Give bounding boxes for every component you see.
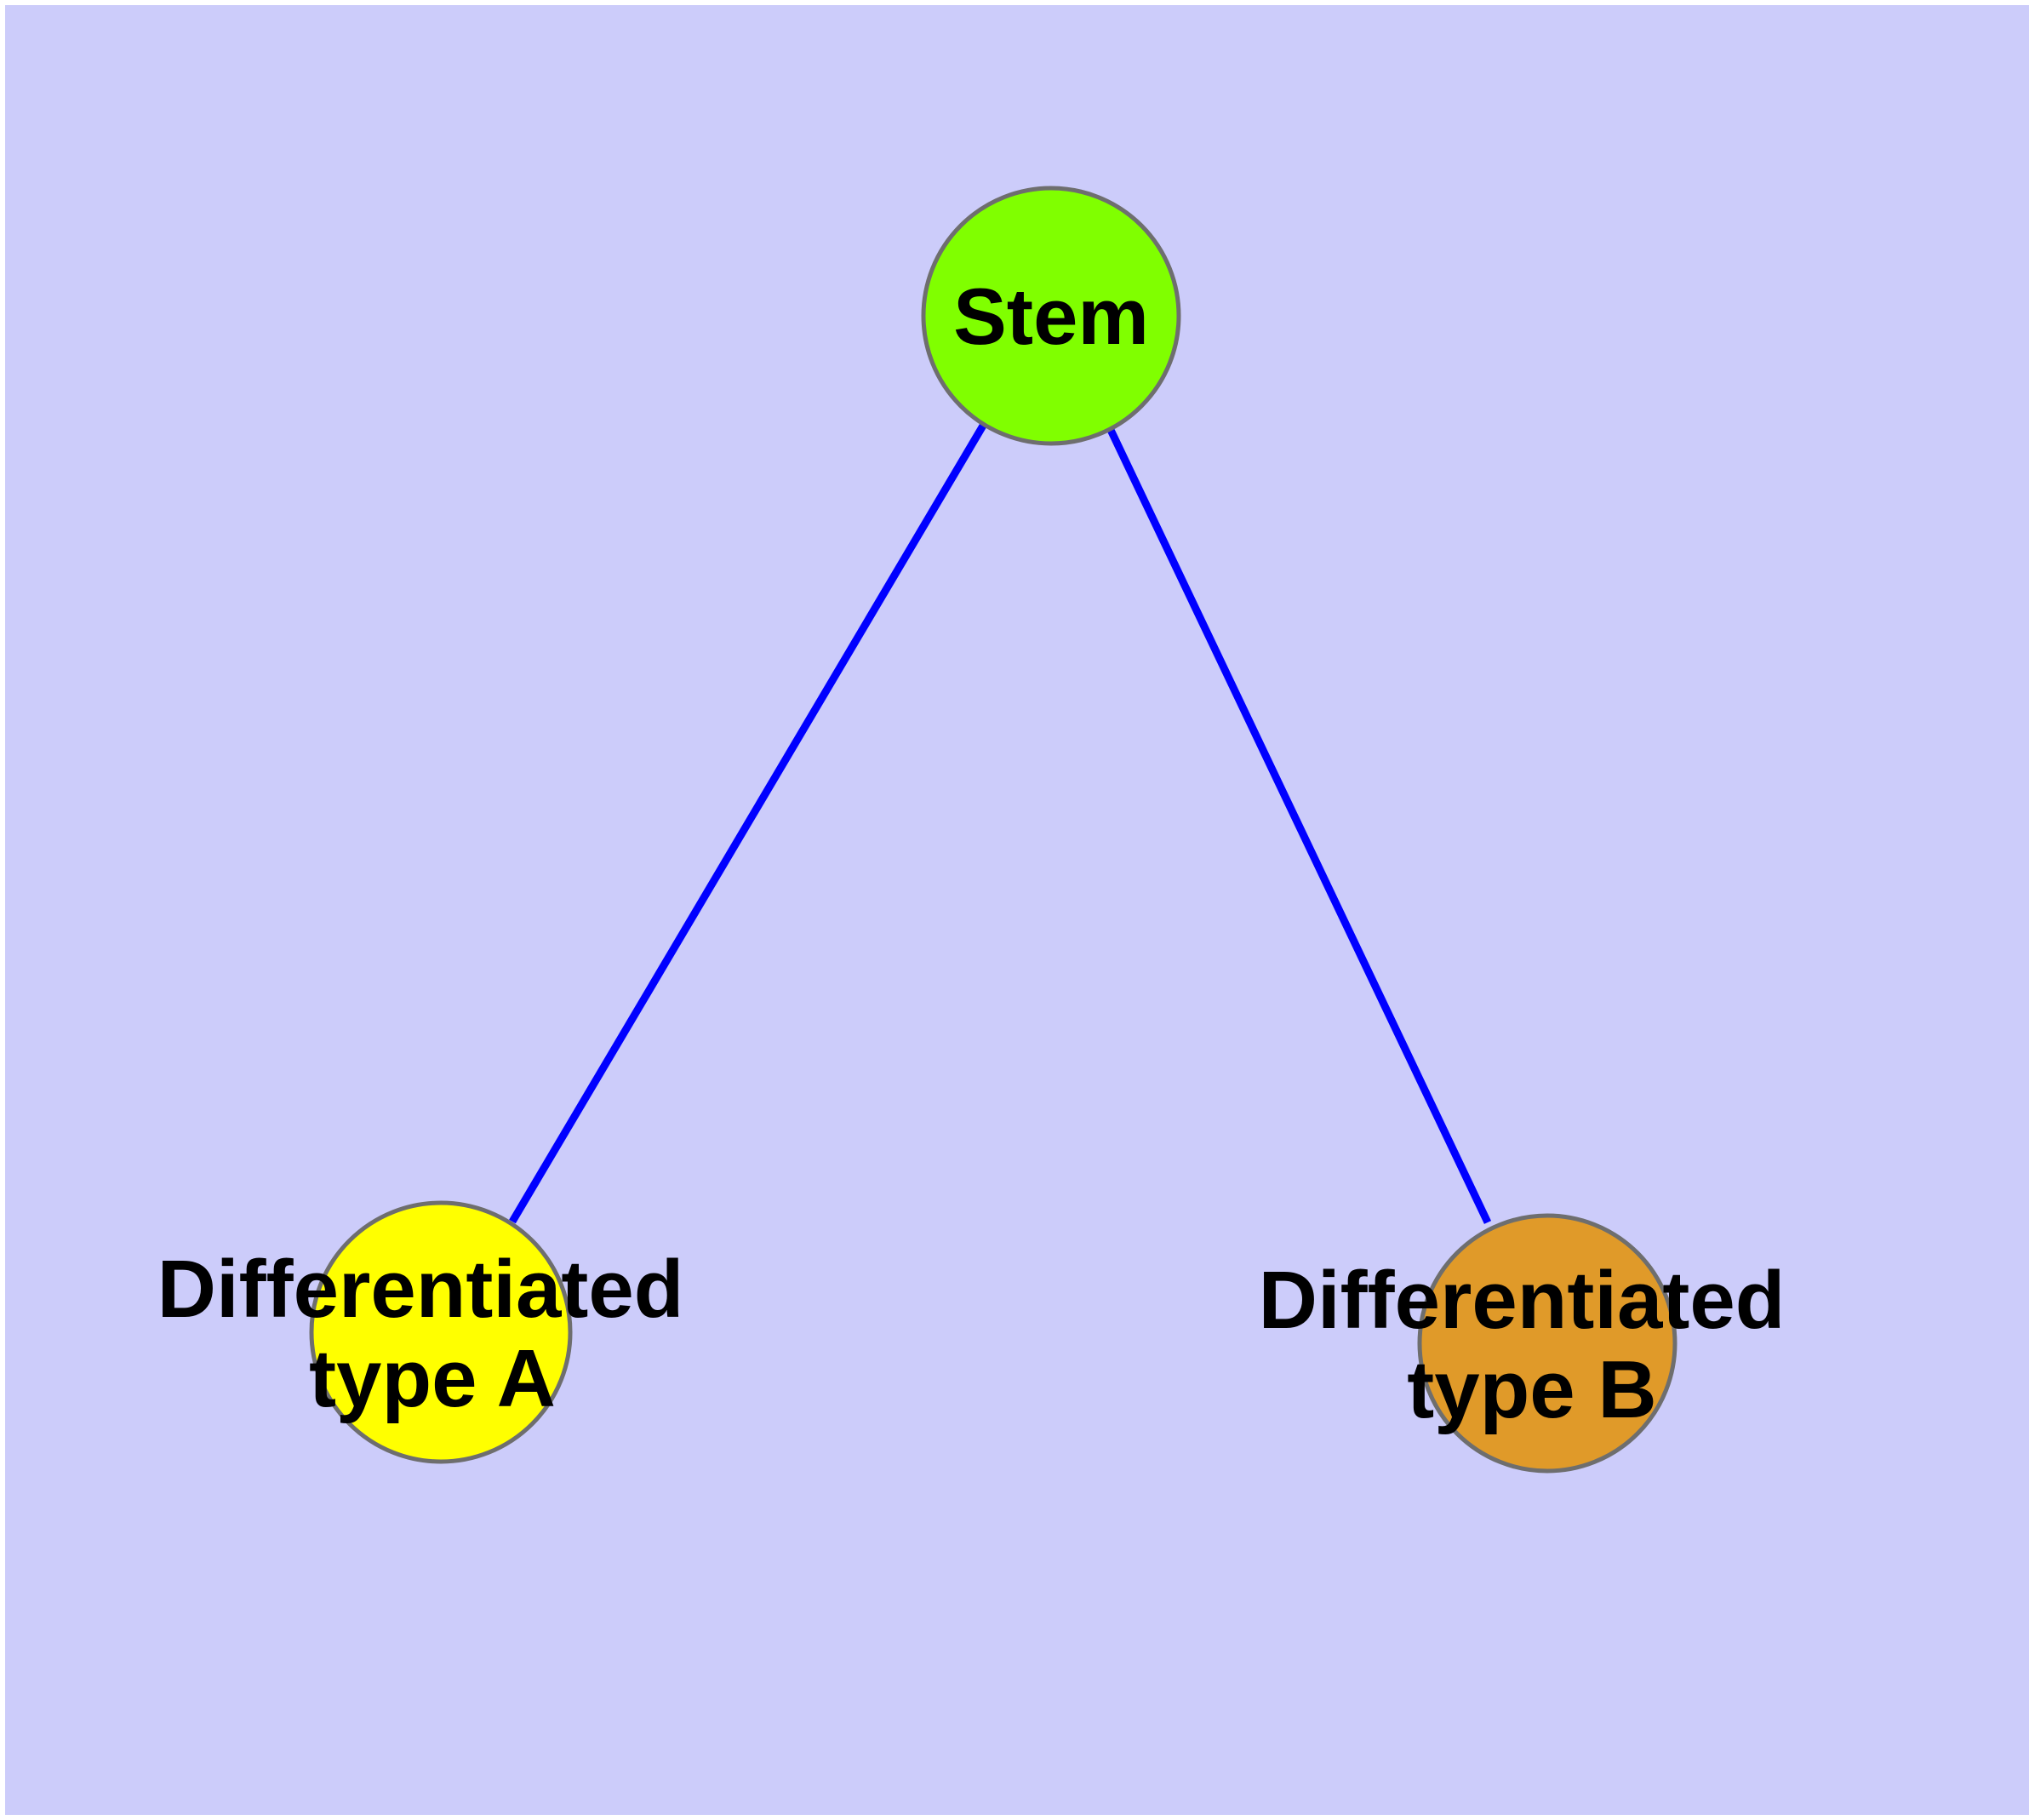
edge-layer <box>509 423 1492 1224</box>
node-label-differentiated-type-b-line2: type B <box>1407 1344 1656 1435</box>
node-layer <box>309 186 1677 1474</box>
edge-stem-to-differentiated-type-a[interactable] <box>509 423 986 1224</box>
edge-stem-to-differentiated-type-b[interactable] <box>1106 428 1492 1224</box>
node-label-differentiated-type-a-line2: type A <box>309 1333 556 1424</box>
node-label-stem: Stem <box>953 272 1149 361</box>
node-circle-differentiated-type-a[interactable] <box>309 1200 573 1464</box>
node-label-differentiated-type-a-line1: Differentiated <box>157 1244 684 1335</box>
node-label-differentiated-type-b-line1: Differentiated <box>1259 1255 1786 1346</box>
node-circle-stem[interactable] <box>921 186 1181 446</box>
node-circle-differentiated-type-b[interactable] <box>1417 1213 1677 1474</box>
label-layer: Stem Differentiated type A Differentiate… <box>157 272 1786 1435</box>
